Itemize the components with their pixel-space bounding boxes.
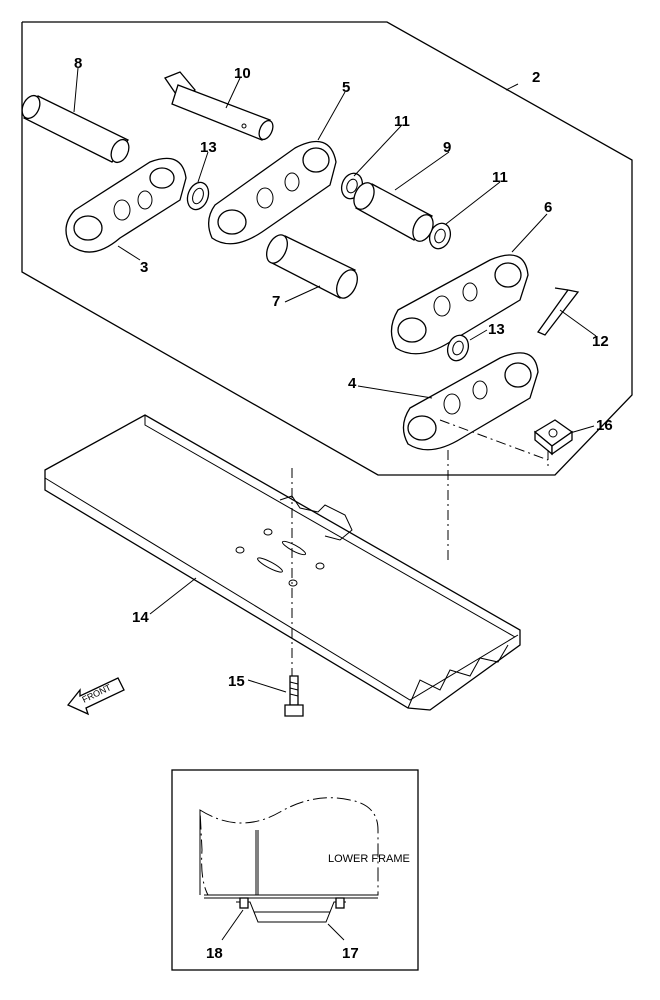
assembly-outline xyxy=(21,21,633,476)
callout-10: 10 xyxy=(234,65,251,82)
inset-detail: LOWER FRAME 18 17 xyxy=(171,769,419,971)
part-6-link xyxy=(390,254,529,355)
part-16-nut xyxy=(533,419,574,456)
callout-8: 8 xyxy=(74,55,82,72)
part-12-lock-pin xyxy=(537,287,580,336)
callout-7: 7 xyxy=(272,293,280,310)
callout-17: 17 xyxy=(342,945,359,962)
part-9-bushing xyxy=(353,182,434,242)
leader-lines xyxy=(73,67,597,693)
front-arrow: FRONT xyxy=(66,677,125,716)
part-4-link xyxy=(402,352,539,451)
part-14-shoe xyxy=(44,414,521,711)
part-13-seal-lower xyxy=(446,334,470,362)
callout-13-lower: 13 xyxy=(488,321,505,338)
callout-2: 2 xyxy=(532,69,540,86)
callout-4: 4 xyxy=(348,375,357,392)
callout-5: 5 xyxy=(342,79,350,96)
callout-13-upper: 13 xyxy=(200,139,217,156)
part-3-link xyxy=(65,157,187,253)
callout-14: 14 xyxy=(132,609,149,626)
callout-15: 15 xyxy=(228,673,245,690)
callout-6: 6 xyxy=(544,199,552,216)
part-10-master-pin xyxy=(164,71,274,141)
callout-18: 18 xyxy=(206,945,223,962)
alignment-lines xyxy=(291,419,549,676)
part-13-seal-upper xyxy=(186,181,210,211)
callout-16: 16 xyxy=(596,417,613,434)
part-5-link xyxy=(208,140,337,245)
callout-12: 12 xyxy=(592,333,609,350)
callout-9: 9 xyxy=(443,139,451,156)
callout-11-upper: 11 xyxy=(394,113,410,130)
lower-frame-label: LOWER FRAME xyxy=(328,853,410,865)
part-7-bushing xyxy=(266,234,358,299)
callout-11-lower: 11 xyxy=(492,169,508,186)
part-8-pin xyxy=(21,94,130,164)
callout-3: 3 xyxy=(140,259,148,276)
part-15-bolt xyxy=(284,675,304,717)
